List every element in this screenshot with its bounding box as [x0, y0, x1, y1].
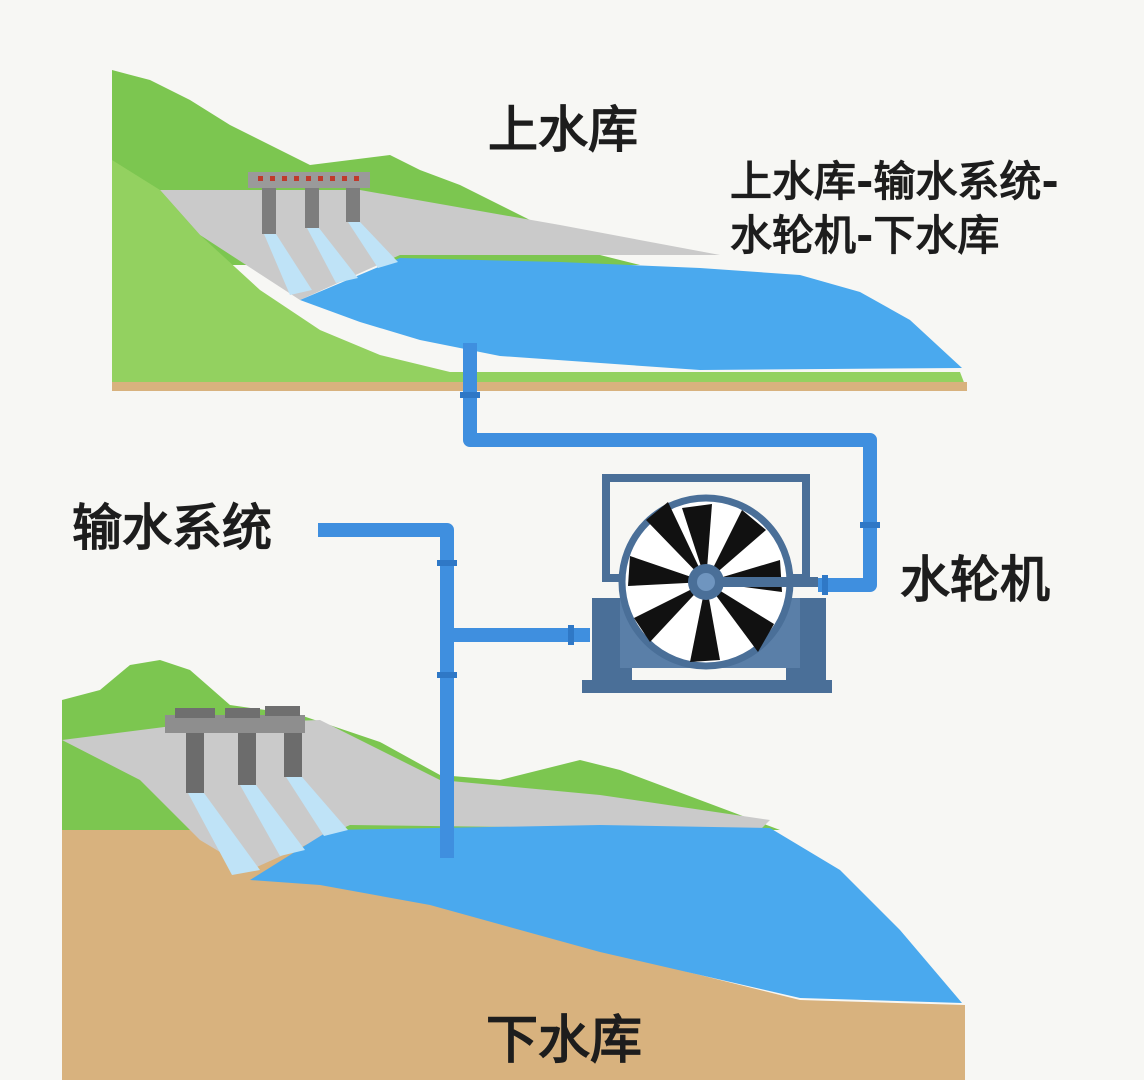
upper-dam-lights [258, 176, 359, 181]
lower-soil-base [62, 740, 965, 1080]
water-conveyance-pipes [318, 343, 877, 858]
lower-dam-blocks [175, 706, 300, 718]
turbine-base-plate [582, 680, 832, 693]
upper-reservoir-landscape [112, 70, 967, 391]
upper-reservoir-label: 上水库 [488, 101, 638, 159]
turbine-hub-center [697, 573, 715, 591]
upper-pipe [463, 343, 877, 592]
water-conveyance-label: 输水系统 [72, 499, 272, 557]
turbine-label: 水轮机 [900, 551, 1050, 609]
conveyance-pipe [318, 523, 454, 858]
lower-reservoir-water [250, 825, 962, 1003]
upper-dam-piers [262, 188, 360, 234]
pipe-flanges [437, 392, 880, 678]
lower-dam-spillway-water [188, 777, 348, 875]
upper-soil-strip [112, 382, 967, 391]
flow-path-label-line2: 水轮机-下水库 [730, 211, 1000, 260]
flow-path-label-line1: 上水库-输水系统- [730, 157, 1059, 206]
lower-dam-deck [165, 715, 305, 733]
turbine-unit [582, 474, 832, 693]
lower-reservoir-landscape [62, 660, 965, 1080]
turbine-blades [628, 502, 782, 662]
upper-front-grass [112, 160, 965, 385]
lower-reservoir-label: 下水库 [486, 1011, 643, 1071]
lower-dam-piers [186, 733, 302, 793]
upper-dam-spillway-water [264, 222, 398, 295]
upper-reservoir-water [300, 258, 962, 370]
